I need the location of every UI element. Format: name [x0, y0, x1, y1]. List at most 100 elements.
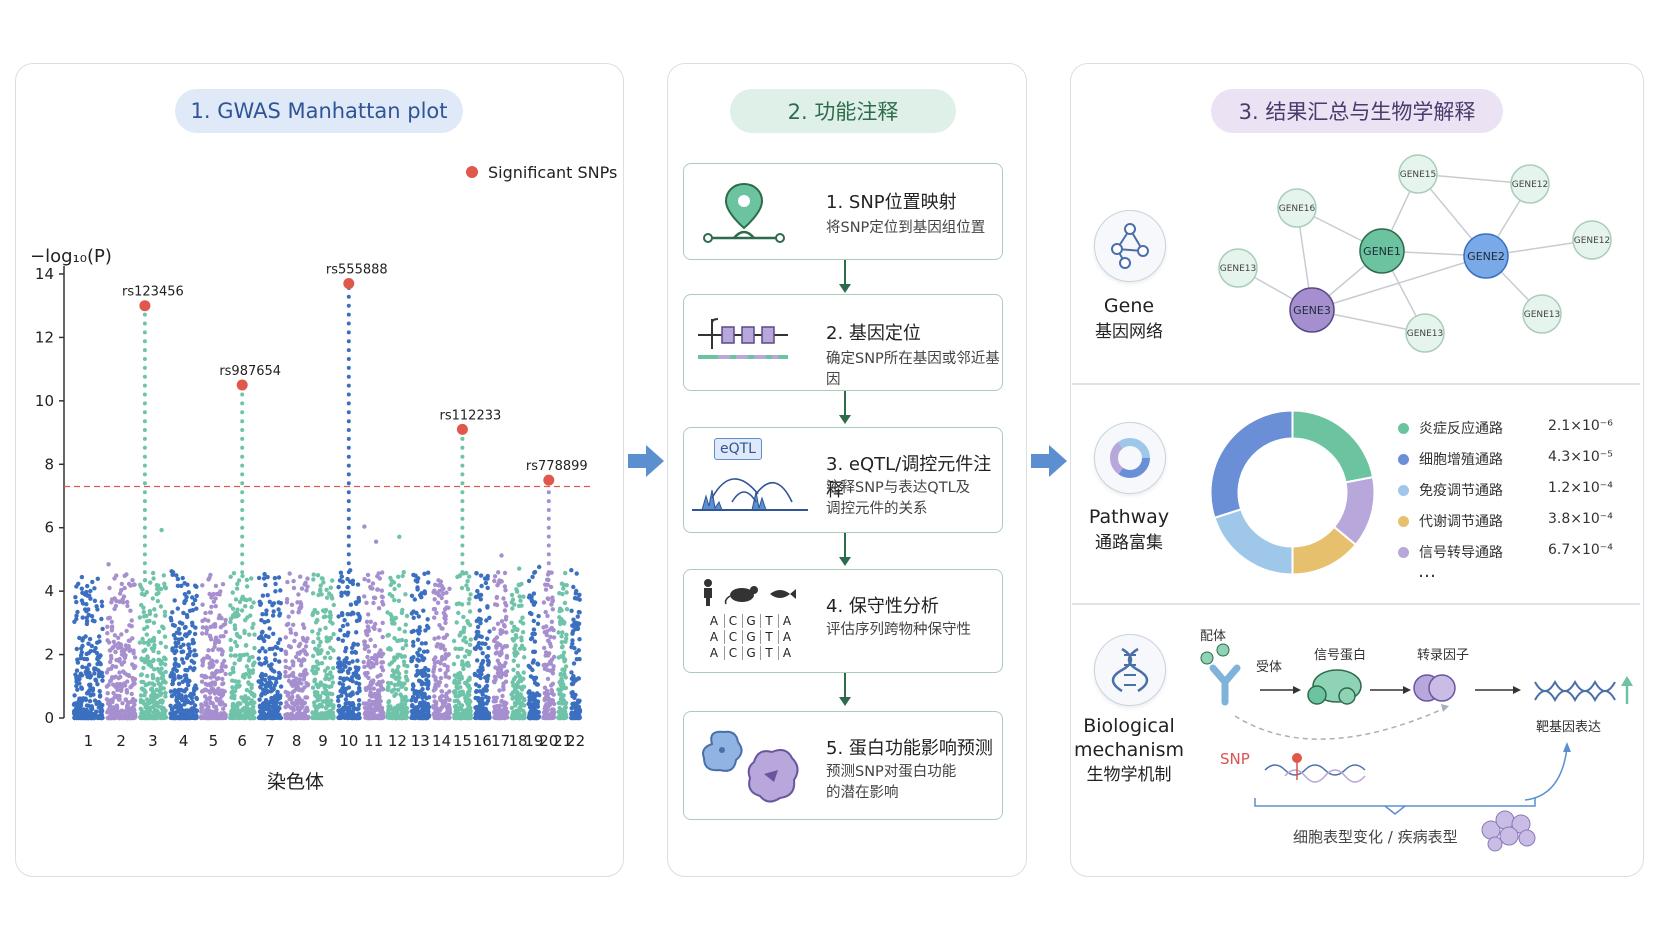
snp-dot [80, 664, 85, 670]
snp-dot [283, 715, 288, 721]
snp-dot [183, 598, 188, 603]
snp-dot [556, 630, 561, 635]
snp-dot [410, 682, 416, 687]
snp-dot [276, 600, 281, 605]
snp-dot [569, 568, 574, 573]
snp-dot [466, 684, 471, 689]
snp-dot [346, 419, 351, 424]
snp-dot [231, 704, 236, 709]
legend-marker [466, 166, 478, 178]
snp-dot [240, 436, 245, 441]
step-arrow-1 [839, 260, 851, 293]
snp-dot [141, 687, 146, 692]
snp-dot [73, 595, 78, 600]
snp-dot [348, 612, 353, 617]
snp-dot [204, 631, 209, 636]
snp-dot [261, 576, 267, 581]
legend-p-value: 2.1×10⁻⁶ [1548, 418, 1613, 434]
snp-dot [329, 698, 334, 703]
snp-dot [294, 676, 299, 681]
snp-dot [545, 582, 550, 587]
snp-dot [265, 618, 271, 624]
snp-dot [244, 577, 250, 583]
snp-dot [116, 697, 122, 702]
snp-dot [549, 688, 555, 693]
snp-dot [325, 695, 330, 700]
snp-dot [174, 573, 179, 578]
snp-dot [79, 574, 85, 580]
snp-dot [298, 574, 303, 579]
snp-dot [324, 688, 329, 693]
snp-dot [234, 586, 240, 591]
legend-pathway-name: 代谢调节通路 [1419, 514, 1503, 530]
snp-dot [129, 691, 134, 697]
snp-dot [170, 681, 175, 687]
snp-dot [181, 660, 186, 665]
snp-dot [438, 579, 444, 584]
snp-dot [113, 649, 118, 655]
snp-dot [340, 686, 345, 691]
snp-dot [561, 655, 566, 661]
network-icon [1111, 223, 1149, 269]
snp-dot [328, 645, 333, 650]
snp-dot [460, 552, 465, 557]
snp-dot [240, 543, 245, 548]
snp-dot [426, 580, 431, 585]
snp-dot [272, 657, 278, 663]
snp-dot [378, 715, 383, 721]
snp-dot [494, 695, 499, 700]
step-card-2: 2. 基因定位 确定SNP所在基因或邻近基因 [683, 294, 1003, 391]
snp-dot [263, 684, 268, 690]
snp-dot [213, 604, 218, 609]
snp-dot [262, 690, 267, 696]
snp-dot [563, 685, 569, 691]
snp-dot [150, 596, 155, 601]
snp-dot [88, 596, 93, 601]
dna-icon [1111, 647, 1149, 693]
snp-dot [240, 573, 245, 579]
snp-dot [207, 665, 212, 670]
snp-dot [485, 658, 491, 663]
snp-dot [514, 682, 519, 688]
snp-dot [108, 653, 114, 659]
snp-dot [574, 588, 579, 594]
snp-dot [142, 561, 147, 566]
snp-dot [230, 685, 235, 690]
snp-dot [186, 590, 191, 595]
snp-dot [447, 705, 452, 710]
snp-dot [431, 657, 437, 662]
snp-dot [209, 658, 214, 663]
snp-dot [217, 592, 222, 597]
snp-dot [576, 648, 581, 653]
snp-dot [132, 715, 138, 720]
step-desc-1: 将SNP定位到基因组位置 [826, 220, 986, 236]
snp-dot [296, 592, 301, 597]
snp-dot [142, 454, 147, 459]
y-tick-label: 14 [35, 265, 54, 283]
snp-dot [327, 684, 332, 689]
snp-dot [276, 607, 281, 612]
snp-dot [464, 570, 469, 576]
snp-dot [287, 571, 292, 576]
snp-dot [474, 618, 479, 624]
snp-dot [350, 690, 355, 695]
snp-dot [346, 499, 351, 504]
snp-dot [242, 597, 247, 602]
snp-dot [460, 499, 465, 504]
snp-dot [110, 707, 116, 713]
snp-dot [105, 631, 110, 636]
snp-dot [460, 534, 465, 539]
snp-dot [571, 674, 576, 679]
legend-dot [1398, 485, 1409, 496]
snp-dot [262, 705, 267, 710]
snp-dot [78, 709, 83, 714]
snp-dot [118, 591, 123, 596]
gene-node-label: GENE13 [1407, 329, 1444, 339]
snp-dot [345, 584, 350, 590]
snp-dot [240, 561, 245, 566]
snp-dot [237, 711, 242, 717]
snp-dot [532, 695, 537, 700]
snp-dot [356, 618, 362, 623]
snp-dot [152, 607, 157, 612]
snp-dot [504, 644, 510, 649]
